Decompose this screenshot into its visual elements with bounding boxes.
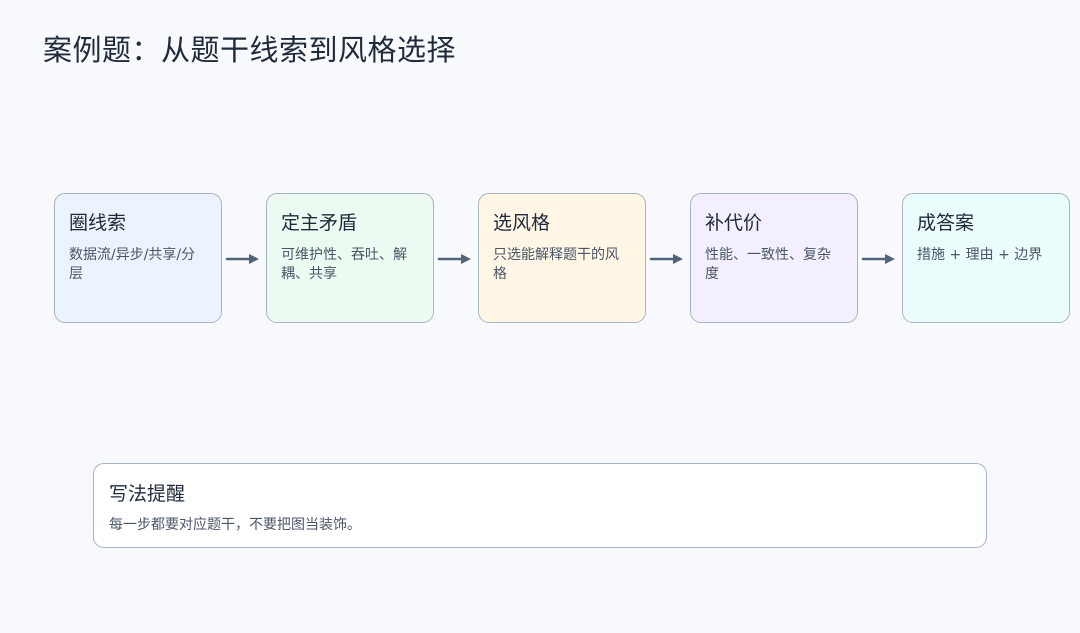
tip-text: 每一步都要对应题干，不要把图当装饰。 (109, 517, 361, 533)
right-arrow-icon (437, 251, 474, 267)
step-title: 成答案 (917, 212, 975, 234)
right-arrow-icon (649, 251, 686, 267)
step-card-find-clues: 圈线索 数据流/异步/共享/分层 (54, 193, 222, 323)
step-title: 定主矛盾 (281, 212, 358, 234)
step-card-answer: 成答案 措施 + 理由 + 边界 (902, 193, 1070, 323)
right-arrow-icon (861, 251, 898, 267)
step-title: 补代价 (705, 212, 763, 234)
writing-tip-card: 写法提醒 每一步都要对应题干，不要把图当装饰。 (93, 463, 987, 548)
step-description: 可维护性、吞吐、解耦、共享 (281, 247, 407, 282)
step-title: 圈线索 (69, 212, 127, 234)
step-card-main-conflict: 定主矛盾 可维护性、吞吐、解耦、共享 (266, 193, 434, 323)
slide-title: 案例题：从题干线索到风格选择 (43, 33, 457, 67)
step-description: 只选能解释题干的风格 (493, 247, 619, 282)
step-description: 措施 + 理由 + 边界 (917, 247, 1043, 263)
step-card-tradeoffs: 补代价 性能、一致性、复杂度 (690, 193, 858, 323)
step-card-choose-style: 选风格 只选能解释题干的风格 (478, 193, 646, 323)
step-description: 数据流/异步/共享/分层 (69, 247, 196, 282)
step-description: 性能、一致性、复杂度 (705, 247, 831, 282)
right-arrow-icon (225, 251, 262, 267)
step-title: 选风格 (493, 212, 551, 234)
tip-title: 写法提醒 (109, 483, 186, 505)
